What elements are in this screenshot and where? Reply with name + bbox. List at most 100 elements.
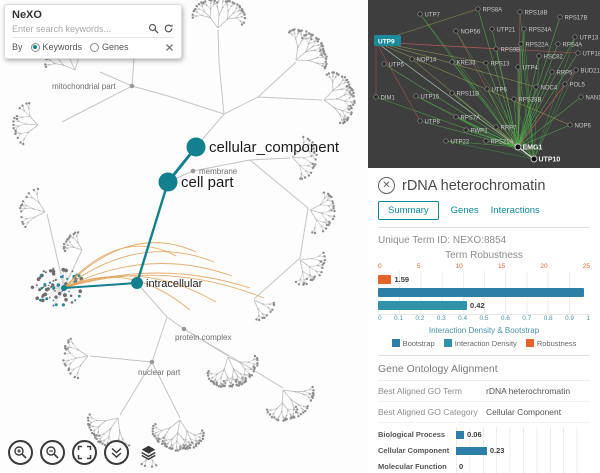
cluster-hub-node[interactable] [61, 285, 67, 291]
network-node-UTP7[interactable]: UTP7 [417, 11, 441, 19]
go-category-label: Best Aligned GO Category [378, 406, 478, 417]
network-node-RPS4A[interactable]: RPS4A [555, 41, 582, 49]
network-node-RPS17B[interactable]: RPS17B [557, 14, 588, 22]
network-node-RPS18B[interactable]: RPS18B [517, 9, 548, 17]
radio-genes-control[interactable] [90, 42, 100, 52]
go-term-value: rDNA heterochromatin [486, 385, 571, 396]
zoom-out-button[interactable] [40, 440, 65, 465]
tree-junction-node[interactable] [181, 326, 187, 332]
svg-text:RPS9B: RPS9B [501, 48, 521, 54]
tab-interactions[interactable]: Interactions [490, 205, 540, 216]
details-header: ✕ rDNA heterochromatin [378, 168, 590, 198]
network-node-RPS13[interactable]: RPS13 [483, 60, 510, 68]
svg-text:NOP56: NOP56 [461, 30, 481, 36]
network-node-RPS21A[interactable]: RPS21A [483, 138, 514, 146]
layers-icon [141, 445, 156, 461]
by-label: By [12, 42, 23, 52]
network-node-POL5[interactable]: POL5 [562, 81, 586, 89]
layers-button[interactable] [136, 440, 161, 465]
zoom-in-button[interactable] [8, 440, 33, 465]
tree-label-protein-complex[interactable]: protein complex [175, 333, 231, 342]
network-node-UTP9[interactable]: UTP9 [374, 35, 401, 46]
tree-junction-node[interactable] [190, 168, 196, 174]
network-node-BUD21[interactable]: BUD21 [573, 67, 600, 75]
tree-label-nuclear-part[interactable]: nuclear part [138, 368, 181, 377]
term-title: rDNA heterochromatin [402, 177, 546, 194]
tab-genes[interactable]: Genes [450, 205, 479, 216]
radio-keywords-control[interactable] [30, 42, 40, 52]
network-node-RPS9B[interactable]: RPS9B [493, 46, 521, 54]
svg-text:UTP22: UTP22 [451, 140, 470, 146]
svg-text:RPS21A: RPS21A [491, 140, 514, 146]
expand-all-button[interactable] [104, 440, 129, 465]
search-card: NeXO By Keywords Genes [4, 4, 182, 59]
network-node-EMG1[interactable]: EMG1 [514, 143, 542, 152]
network-node-UTP22[interactable]: UTP22 [443, 138, 470, 146]
svg-text:NAN1: NAN1 [586, 96, 600, 102]
svg-text:POL5: POL5 [570, 83, 586, 89]
tree-junction-node[interactable] [149, 359, 155, 365]
svg-text:BUD21: BUD21 [581, 69, 600, 75]
tree-node-intracellular[interactable]: intracellular [131, 277, 203, 290]
network-node-NAN1[interactable]: NAN1 [578, 94, 600, 102]
reset-icon[interactable] [163, 23, 174, 34]
network-node-UTP6[interactable]: UTP6 [484, 86, 508, 94]
network-node-HSC82[interactable]: HSC82 [536, 53, 564, 61]
svg-text:RPS24A: RPS24A [529, 28, 552, 34]
network-node-PWP2[interactable]: PWP2 [463, 127, 488, 135]
network-node-RRP7[interactable]: RRP7 [493, 124, 517, 132]
robustness-chart-title: Term Robustness [445, 250, 523, 261]
go-term-label: Best Aligned GO Term [378, 385, 462, 396]
tree-branches [12, 0, 356, 468]
network-node-RPS22A[interactable]: RPS22A [518, 41, 549, 49]
network-node-RPS8A[interactable]: RPS8A [475, 6, 502, 14]
term-details-panel: ✕ rDNA heterochromatin Summary Genes Int… [368, 168, 600, 473]
network-node-UTP15[interactable]: UTP15 [413, 93, 440, 101]
network-node-DIM1[interactable]: DIM1 [373, 94, 396, 102]
tree-node-cell-part[interactable]: cell part [158, 172, 235, 192]
svg-text:UTP18: UTP18 [583, 52, 600, 58]
radio-genes[interactable]: Genes [90, 42, 129, 52]
network-node-UTP10[interactable]: UTP10 [530, 155, 560, 164]
network-node-UTP4[interactable]: UTP4 [515, 64, 539, 72]
legend-interaction-density: Interaction Density [443, 339, 517, 348]
network-node-UTP13[interactable]: UTP13 [572, 34, 599, 42]
network-node-NOC4[interactable]: NOC4 [533, 84, 558, 92]
svg-text:UTP9: UTP9 [378, 39, 395, 46]
fit-to-screen-button[interactable] [72, 440, 97, 465]
tree-label-mitochondrial-part[interactable]: mitochondrial part [52, 82, 116, 91]
network-node-NOP56[interactable]: NOP56 [453, 28, 481, 36]
tree-label-membrane[interactable]: membrane [199, 167, 238, 176]
network-node-NOP6[interactable]: NOP6 [567, 122, 592, 130]
close-icon[interactable]: ✕ [378, 177, 395, 194]
svg-text:HSC82: HSC82 [544, 55, 564, 61]
network-node-UTP5[interactable]: UTP5 [381, 61, 405, 69]
network-node-RRP5[interactable]: RRP5 [549, 69, 573, 77]
svg-text:DIM1: DIM1 [381, 96, 396, 102]
network-node-UTP8[interactable]: UTP8 [417, 118, 441, 126]
map-toolbar [8, 440, 161, 465]
network-node-RPS7A[interactable]: RPS7A [453, 114, 480, 122]
clear-icon[interactable] [165, 43, 174, 52]
network-node-RPS11B[interactable]: RPS11B [449, 90, 479, 98]
search-input[interactable] [12, 23, 144, 34]
zoom-out-icon [46, 446, 59, 459]
radio-keywords[interactable]: Keywords [30, 42, 82, 52]
network-node-UTP21[interactable]: UTP21 [489, 26, 516, 34]
expand-all-icon [111, 447, 122, 459]
network-node-UTP18[interactable]: UTP18 [575, 50, 600, 58]
tree-junction-node[interactable] [129, 83, 135, 89]
tree-node-cellular-component[interactable]: cellular_component [186, 137, 340, 157]
search-icon[interactable] [148, 23, 159, 34]
network-node-RPS24A[interactable]: RPS24A [521, 26, 552, 34]
network-node-RPS28B[interactable]: RPS28B [511, 96, 542, 104]
svg-text:UTP8: UTP8 [425, 120, 441, 126]
network-node-KRE33[interactable]: KRE33 [449, 59, 476, 67]
tab-summary[interactable]: Summary [378, 201, 439, 220]
network-node-NOP14[interactable]: NOP14 [409, 56, 437, 64]
svg-text:NOP6: NOP6 [575, 124, 592, 130]
